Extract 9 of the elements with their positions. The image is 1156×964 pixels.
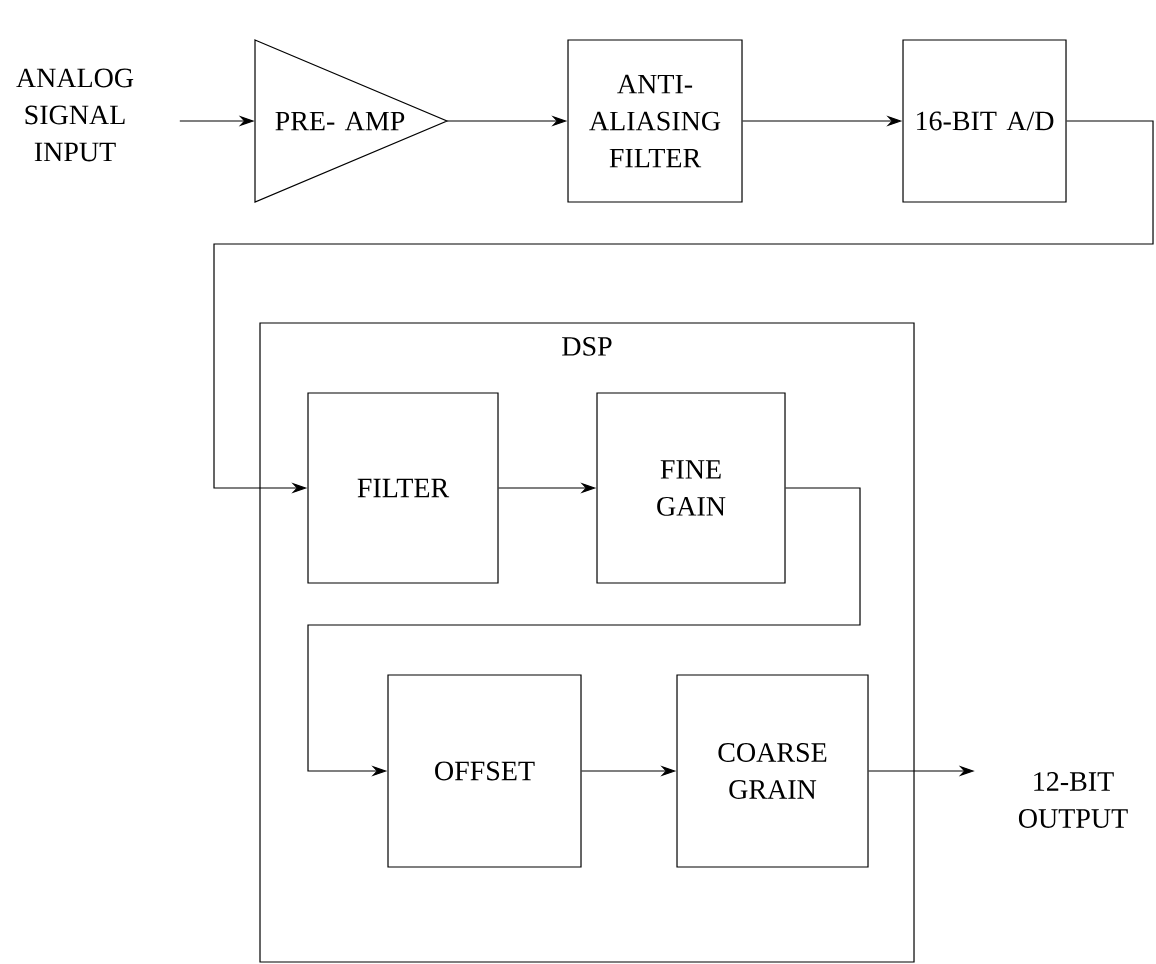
process-box: FINE GAIN (596, 392, 786, 584)
signal-label: ANALOG SIGNAL INPUT (16, 68, 134, 162)
process-box: COARSE GRAIN (676, 674, 869, 868)
process-box: FILTER (307, 392, 499, 584)
process-box: OFFSET (387, 674, 582, 868)
process-box: ANTI- ALIASING FILTER (567, 39, 743, 203)
process-box: 16-BIT A/D (902, 39, 1067, 203)
amplifier-triangle: PRE- AMP (254, 39, 449, 203)
signal-label: 12-BIT OUTPUT (1018, 772, 1128, 828)
